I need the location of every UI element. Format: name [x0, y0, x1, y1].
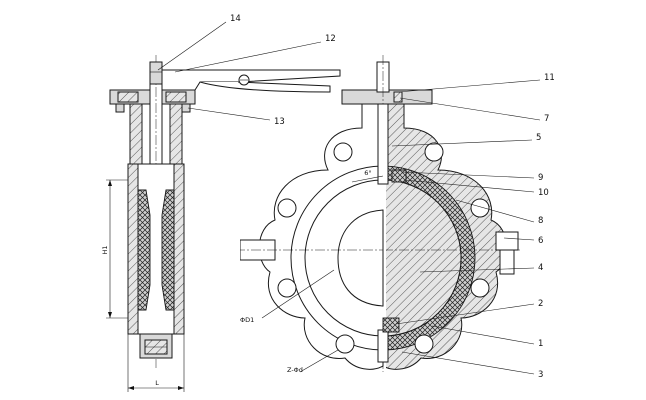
callout-8: 8: [538, 216, 543, 226]
callout-9: 9: [538, 173, 543, 183]
callout-11: 11: [544, 73, 555, 83]
callout-10: 10: [538, 188, 549, 198]
callout-leaders: [157, 21, 541, 375]
callout-3: 3: [538, 370, 543, 380]
dim-bolt-holes: Z-Φd: [287, 366, 303, 374]
callout-1: 1: [538, 339, 543, 349]
callout-13: 13: [274, 117, 285, 127]
handle-lever: [161, 69, 341, 93]
callout-6: 6: [538, 236, 543, 246]
side-bolt: [495, 231, 519, 251]
callout-14: 14: [230, 14, 241, 24]
callout-labels: 14 12 13 11 7 5 9 10 8 6 4 2 1 3: [230, 14, 555, 380]
side-section-view: H1 L: [101, 55, 196, 392]
front-view: 6° ΦD1 Z-Φd: [240, 55, 520, 374]
dim-bolt-circle: ΦD1: [240, 316, 254, 324]
callout-4: 4: [538, 263, 543, 273]
callout-7: 7: [544, 114, 549, 124]
seat-liner-side: [137, 189, 151, 311]
dim-angle: 6°: [364, 169, 371, 177]
dim-h1: H1: [101, 245, 109, 254]
callout-12: 12: [325, 34, 336, 44]
callout-2: 2: [538, 299, 543, 309]
callout-5: 5: [536, 133, 541, 143]
dim-l: L: [155, 379, 159, 387]
valve-disc: [386, 179, 462, 337]
